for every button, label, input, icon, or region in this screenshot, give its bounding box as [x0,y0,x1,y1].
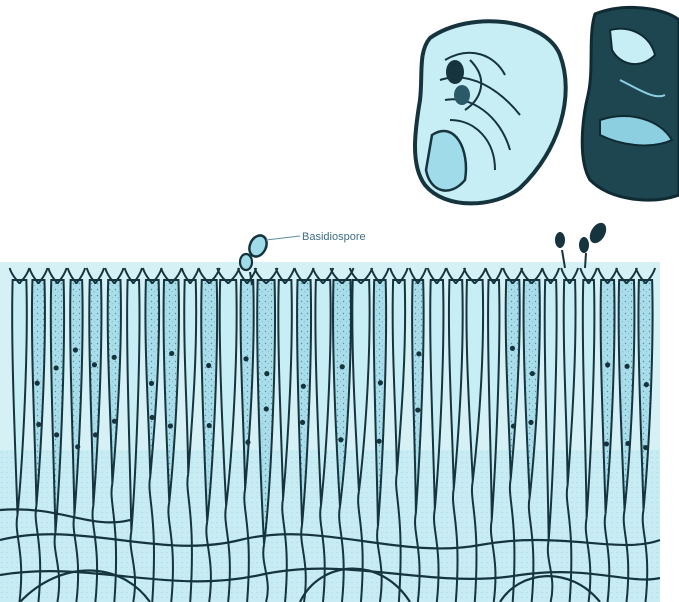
nucleus [511,423,516,428]
nucleus [644,382,649,387]
nucleus [92,362,97,367]
nucleus [243,356,248,361]
nucleus [301,384,306,389]
nucleus [245,440,250,445]
nucleus [643,445,648,450]
label-leader [266,236,300,240]
gill-section-left [415,21,566,203]
nucleus [36,422,41,427]
nucleus [528,420,533,425]
nucleus [300,420,305,425]
basal-stipple [0,450,660,602]
nucleus [169,351,174,356]
nucleus [624,364,629,369]
nucleus [604,441,609,446]
nucleus [112,419,117,424]
nucleus [338,437,343,442]
nucleus [264,371,269,376]
nucleus [168,423,173,428]
basidiospore-label: Basidiospore [302,231,366,243]
nucleus [93,432,98,437]
nucleus [510,346,515,351]
nucleus [206,363,211,368]
nucleus [377,439,382,444]
nucleus [75,444,80,449]
nucleus [73,347,78,352]
nucleus [264,406,269,411]
nucleus [340,364,345,369]
nucleus [54,432,59,437]
nucleus [605,362,610,367]
nucleus [530,371,535,376]
nucleus [54,365,59,370]
nucleus [112,355,117,360]
nucleus [416,351,421,356]
nucleus [149,381,154,386]
nucleus [150,415,155,420]
nucleus [207,423,212,428]
nucleus [415,407,420,412]
nucleus [35,381,40,386]
gill-section-right [582,7,679,200]
nucleus [378,380,383,385]
nucleus [625,441,630,446]
basidiospores-right [555,220,610,268]
